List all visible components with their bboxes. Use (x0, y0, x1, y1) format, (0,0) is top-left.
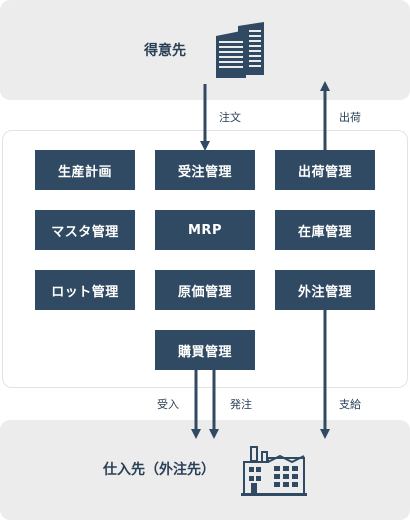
placing-order-label: 発注 (230, 398, 252, 411)
supplier-band (0, 420, 410, 520)
inventory-box: 在庫管理 (275, 210, 375, 250)
lot-box: ロット管理 (35, 270, 135, 310)
master-box: マスタ管理 (35, 210, 135, 250)
outsourcing-box: 外注管理 (275, 270, 375, 310)
customer-band (0, 0, 410, 100)
cost-box: 原価管理 (155, 270, 255, 310)
supplier-title: 仕入先（外注先） (103, 462, 215, 478)
customer-title: 得意先 (144, 43, 186, 59)
order-label: 注文 (219, 111, 241, 124)
supply-label: 支給 (339, 398, 361, 411)
production-plan-box: 生産計画 (35, 150, 135, 190)
shipment-label: 出荷 (339, 111, 361, 124)
receiving-label: 受入 (157, 398, 179, 411)
order-receiving-box: 受注管理 (155, 150, 255, 190)
shipping-box: 出荷管理 (275, 150, 375, 190)
purchasing-box: 購買管理 (155, 330, 255, 370)
mrp-box: MRP (155, 210, 255, 250)
